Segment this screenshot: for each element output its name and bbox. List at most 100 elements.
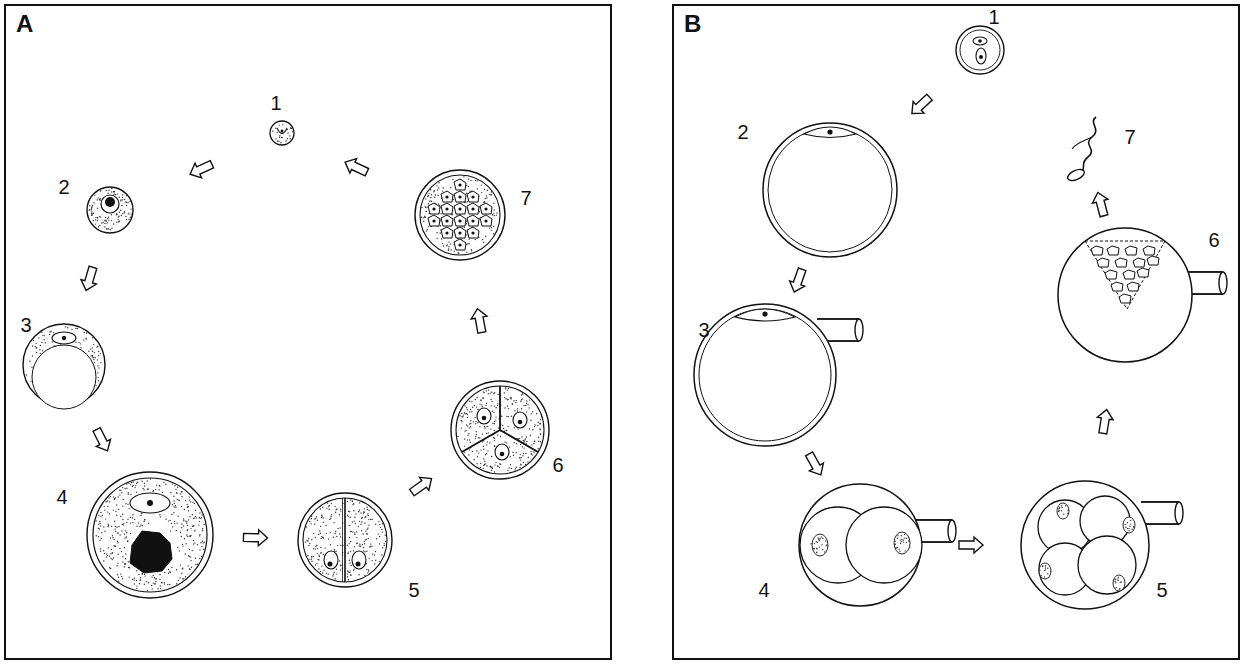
stipple-dot: [1117, 578, 1118, 579]
stipple-dot: [534, 426, 535, 427]
stipple-dot: [340, 564, 341, 565]
stipple-dot: [40, 353, 41, 354]
stipple-dot: [538, 422, 539, 423]
stipple-dot: [338, 528, 339, 529]
stipple-dot: [525, 405, 526, 406]
stipple-dot: [118, 216, 119, 217]
nucleus: [477, 408, 491, 424]
stipple-dot: [323, 517, 324, 518]
stipple-dot: [901, 539, 902, 540]
stipple-dot: [363, 547, 364, 548]
blastomere: [467, 203, 479, 214]
stipple-dot: [110, 568, 111, 569]
stipple-dot: [526, 411, 527, 412]
stipple-dot: [330, 532, 331, 533]
stipple-dot: [540, 433, 541, 434]
stipple-dot: [309, 543, 310, 544]
stipple-dot: [491, 456, 492, 457]
stipple-dot: [136, 588, 137, 589]
stipple-dot: [279, 137, 280, 138]
stipple-dot: [360, 546, 361, 547]
stipple-dot: [496, 212, 497, 213]
nucleolus: [281, 130, 284, 133]
stipple-dot: [429, 201, 430, 202]
cell-illustration: [450, 380, 550, 480]
stipple-dot: [428, 195, 429, 196]
stipple-dot: [117, 542, 118, 543]
stipple-dot: [194, 517, 195, 518]
stipple-dot: [109, 501, 110, 502]
nucleolus: [484, 219, 487, 222]
stipple-dot: [359, 502, 360, 503]
stipple-dot: [426, 207, 427, 208]
stipple-dot: [367, 572, 368, 573]
stipple-dot: [482, 398, 483, 399]
stipple-dot: [336, 573, 337, 574]
stipple-dot: [189, 569, 190, 570]
stipple-dot: [486, 465, 487, 466]
stipple-dot: [95, 385, 96, 386]
stipple-dot: [421, 207, 422, 208]
stipple-dot: [479, 437, 480, 438]
stipple-dot: [428, 226, 429, 227]
stipple-dot: [91, 207, 92, 208]
stipple-dot: [906, 538, 907, 539]
stipple-dot: [194, 530, 195, 531]
stipple-dot: [516, 452, 517, 453]
stipple-dot: [508, 408, 509, 409]
stipple-dot: [375, 524, 376, 525]
stipple-dot: [195, 564, 196, 565]
stipple-dot: [125, 563, 126, 564]
nucleolus: [500, 452, 505, 457]
stipple-dot: [490, 428, 491, 429]
stipple-dot: [1047, 568, 1048, 569]
stipple-dot: [132, 517, 133, 518]
stipple-dot: [139, 580, 140, 581]
stipple-dot: [148, 489, 149, 490]
stipple-dot: [364, 551, 365, 552]
stipple-dot: [128, 561, 129, 562]
stipple-dot: [484, 464, 485, 465]
stipple-dot: [103, 526, 104, 527]
stipple-dot: [476, 406, 477, 407]
stipple-dot: [165, 484, 166, 485]
stipple-dot: [361, 521, 362, 522]
stipple-dot: [350, 531, 351, 532]
stipple-dot: [1067, 510, 1068, 511]
stipple-dot: [99, 521, 100, 522]
blastomere: [454, 203, 466, 214]
stipple-dot: [170, 520, 171, 521]
nucleolus: [471, 231, 474, 234]
stipple-dot: [153, 582, 154, 583]
stipple-dot: [349, 537, 350, 538]
stipple-dot: [155, 489, 156, 490]
stipple-dot: [118, 509, 119, 510]
stipple-dot: [340, 565, 341, 566]
stipple-dot: [378, 521, 379, 522]
stipple-dot: [160, 588, 161, 589]
stipple-dot: [540, 429, 541, 430]
stipple-dot: [114, 545, 115, 546]
stipple-dot: [513, 442, 514, 443]
stipple-dot: [131, 482, 132, 483]
stipple-dot: [91, 211, 92, 212]
stipple-dot: [86, 338, 87, 339]
stipple-dot: [339, 560, 340, 561]
stipple-dot: [1128, 528, 1129, 529]
stipple-dot: [438, 187, 439, 188]
stipple-dot: [311, 518, 312, 519]
stipple-dot: [194, 542, 195, 543]
stipple-dot: [124, 547, 125, 548]
stipple-dot: [118, 496, 119, 497]
stipple-dot: [516, 466, 517, 467]
stipple-dot: [134, 583, 135, 584]
stipple-dot: [119, 212, 120, 213]
stipple-dot: [431, 194, 432, 195]
stipple-dot: [192, 502, 193, 503]
callout-number: 7: [516, 186, 536, 210]
stipple-dot: [44, 335, 45, 336]
stipple-dot: [818, 538, 819, 539]
stipple-dot: [109, 513, 110, 514]
stipple-dot: [462, 416, 463, 417]
